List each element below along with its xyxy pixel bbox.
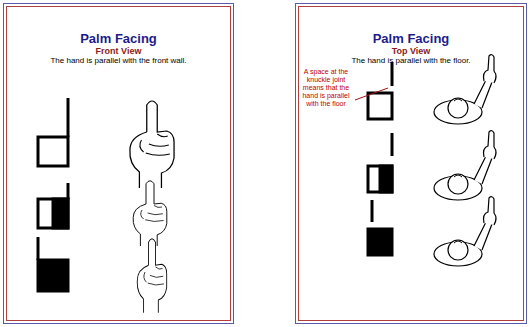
panel-title: Palm Facing (4, 31, 233, 46)
palm-symbols (38, 98, 68, 291)
description: The hand is parallel with the front wall… (4, 56, 233, 66)
view-name: Top View (296, 46, 526, 56)
description: The hand is parallel with the floor. (296, 56, 526, 66)
panel-title: Palm Facing (296, 31, 526, 46)
leader-line (355, 88, 388, 100)
panel-frame: Palm FacingFront ViewThe hand is paralle… (3, 3, 234, 324)
panel-frame: Palm FacingTop ViewThe hand is parallel … (295, 3, 527, 324)
view-name: Front View (4, 46, 233, 56)
callout-note: A space at the knuckle joint means that … (300, 68, 352, 108)
person-top-views (434, 55, 496, 266)
hand-drawings (130, 101, 174, 313)
